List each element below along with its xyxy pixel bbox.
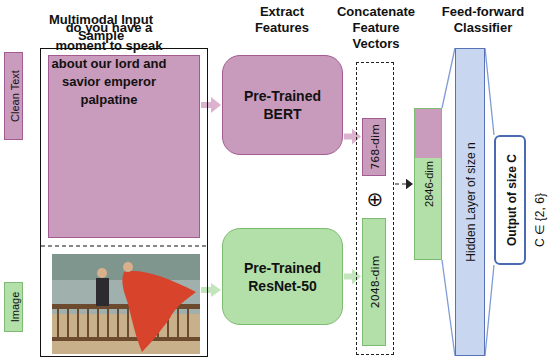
node-label: 768-dim: [369, 121, 382, 173]
node-label: do you have a moment to speak about our …: [49, 19, 169, 109]
image-to-resnet-arrow: [201, 283, 221, 297]
column-heading: Feed-forward Classifier: [428, 4, 538, 36]
concat-group: ⊕ 768-dim 2048-dim: [356, 62, 394, 355]
node-label: Output of size C: [505, 138, 519, 262]
feature-vector: 2846-dim: [414, 108, 442, 260]
node-label: ⊕: [357, 187, 393, 211]
node-label: Pre-Trained ResNet-50: [229, 259, 336, 295]
node-label: Pre-Trained BERT: [229, 87, 336, 123]
input-sample-frame: Multimodal Input Sampledo you have a mom…: [40, 48, 208, 357]
node-label: Hidden Layer of size n: [464, 51, 478, 353]
encoder-box: Pre-Trained BERT: [222, 55, 343, 155]
node-label: 2846-dim: [423, 111, 436, 257]
connector: [485, 48, 494, 356]
hidden-layer: Hidden Layer of size n: [455, 48, 485, 356]
feature-vector: 2048-dim: [362, 218, 386, 346]
modality-tab: Image: [4, 282, 23, 332]
divider-line: [41, 245, 207, 246]
node-label: Clean Text: [8, 55, 21, 137]
column-heading: Concatenate Feature Vectors: [330, 4, 422, 52]
connector: [442, 48, 455, 356]
connector: [395, 179, 413, 190]
column-heading: Extract Features: [232, 4, 332, 36]
node-label: 2048-dim: [369, 221, 382, 343]
connector: [201, 97, 221, 113]
output-layer: Output of size C: [494, 135, 526, 265]
connector: [344, 129, 361, 145]
photo-illustration: [52, 254, 200, 354]
text-input-box: do you have a moment to speak about our …: [48, 55, 200, 238]
connector: [344, 269, 361, 285]
modality-tab: Clean Text: [4, 52, 23, 140]
annotation: C ∈ {2, 6}: [530, 165, 550, 275]
encoder-box: Pre-Trained ResNet-50: [222, 228, 343, 325]
node-label: Image: [8, 285, 21, 329]
feature-vector: 768-dim: [362, 118, 386, 176]
